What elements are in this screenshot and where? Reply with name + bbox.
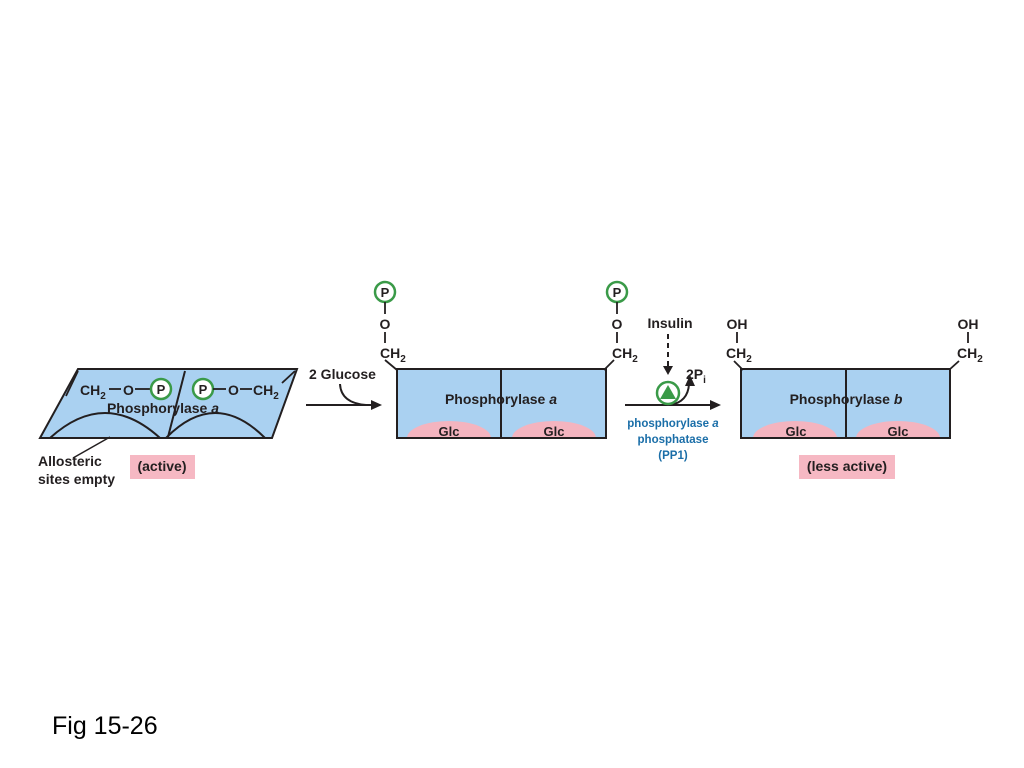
glucose-site xyxy=(856,421,940,438)
bond xyxy=(733,360,744,371)
glc-label: Glc xyxy=(439,424,460,439)
enzyme-dimer-left xyxy=(38,368,299,439)
ch2-bond-left xyxy=(65,370,79,397)
enzyme-name-line1: phosphorylase a xyxy=(627,418,719,430)
enzyme-name-right: Phosphorylase b xyxy=(790,391,903,407)
state-badge-left xyxy=(130,455,195,479)
bond xyxy=(948,360,960,371)
glucose-site xyxy=(407,421,491,438)
ch2-right-label: CH2 xyxy=(253,382,279,402)
phosphorylase-b: Phosphorylase b Glc Glc OH CH2 OH CH2 (l… xyxy=(726,316,983,479)
ch2-label: CH2 xyxy=(612,345,638,365)
bond xyxy=(603,359,615,371)
phosphate-icon xyxy=(149,377,173,401)
bond xyxy=(384,359,398,371)
enzyme-name-left: Phosphorylase a xyxy=(107,400,219,416)
subunit-divider xyxy=(167,370,186,438)
phosphate-label: P xyxy=(381,285,390,300)
ch2-left-label: CH2 xyxy=(80,382,106,402)
hydroxyl-label: OH xyxy=(958,316,979,332)
arrowhead xyxy=(371,400,382,410)
glc-label: Glc xyxy=(888,424,909,439)
state-label-less-active: (less active) xyxy=(807,458,887,474)
state-badge-right xyxy=(799,455,895,479)
allosteric-site-left xyxy=(49,412,161,438)
enzyme-name-middle: Phosphorylase a xyxy=(445,391,557,407)
enzyme-name-line2: phosphatase xyxy=(638,434,709,446)
pi-release-curve xyxy=(669,383,690,406)
arrowhead xyxy=(685,375,695,386)
callout-pointer xyxy=(72,436,111,459)
phosphorylase-a-glucose-bound: Phosphorylase a Glc Glc P O CH2 P O CH2 xyxy=(373,280,638,439)
hydroxyl-label: OH xyxy=(727,316,748,332)
allosteric-site-right xyxy=(165,412,266,438)
ch2-label: CH2 xyxy=(726,345,752,365)
phosphate-label: P xyxy=(199,382,208,397)
pi-label: 2Pi xyxy=(686,366,706,386)
oxygen-right-label: O xyxy=(228,382,239,398)
ch2-label: CH2 xyxy=(957,345,983,365)
glucose-binding-arrow: 2 Glucose xyxy=(306,366,382,410)
glc-label: Glc xyxy=(786,424,807,439)
glucose-curve xyxy=(339,383,367,406)
phosphorylase-a-active: CH2 O P P O CH2 Phosphorylase a Alloster… xyxy=(38,368,299,487)
dephosphorylation-arrow: Insulin 2Pi phosphorylase a phosphatase … xyxy=(625,315,721,462)
phosphatase-triangle-icon xyxy=(660,385,676,399)
insulin-label: Insulin xyxy=(647,315,692,331)
oxygen-label: O xyxy=(380,316,391,332)
glc-label: Glc xyxy=(544,424,565,439)
state-label-active: (active) xyxy=(137,458,186,474)
oxygen-left-label: O xyxy=(123,382,134,398)
arrowhead xyxy=(663,366,673,375)
oxygen-label: O xyxy=(612,316,623,332)
glucose-site xyxy=(512,421,596,438)
ch2-label: CH2 xyxy=(380,345,406,365)
glucose-label: 2 Glucose xyxy=(309,366,376,382)
allosteric-label-line2: sites empty xyxy=(38,471,115,487)
figure-caption: Fig 15-26 xyxy=(52,712,158,740)
phosphate-label: P xyxy=(157,382,166,397)
ch2-bond-right xyxy=(281,370,296,384)
glucose-site xyxy=(753,421,837,438)
allosteric-label-line1: Allosteric xyxy=(38,453,102,469)
arrowhead xyxy=(710,400,721,410)
enzyme-name-line3: (PP1) xyxy=(658,450,688,462)
phosphate-label: P xyxy=(613,285,622,300)
